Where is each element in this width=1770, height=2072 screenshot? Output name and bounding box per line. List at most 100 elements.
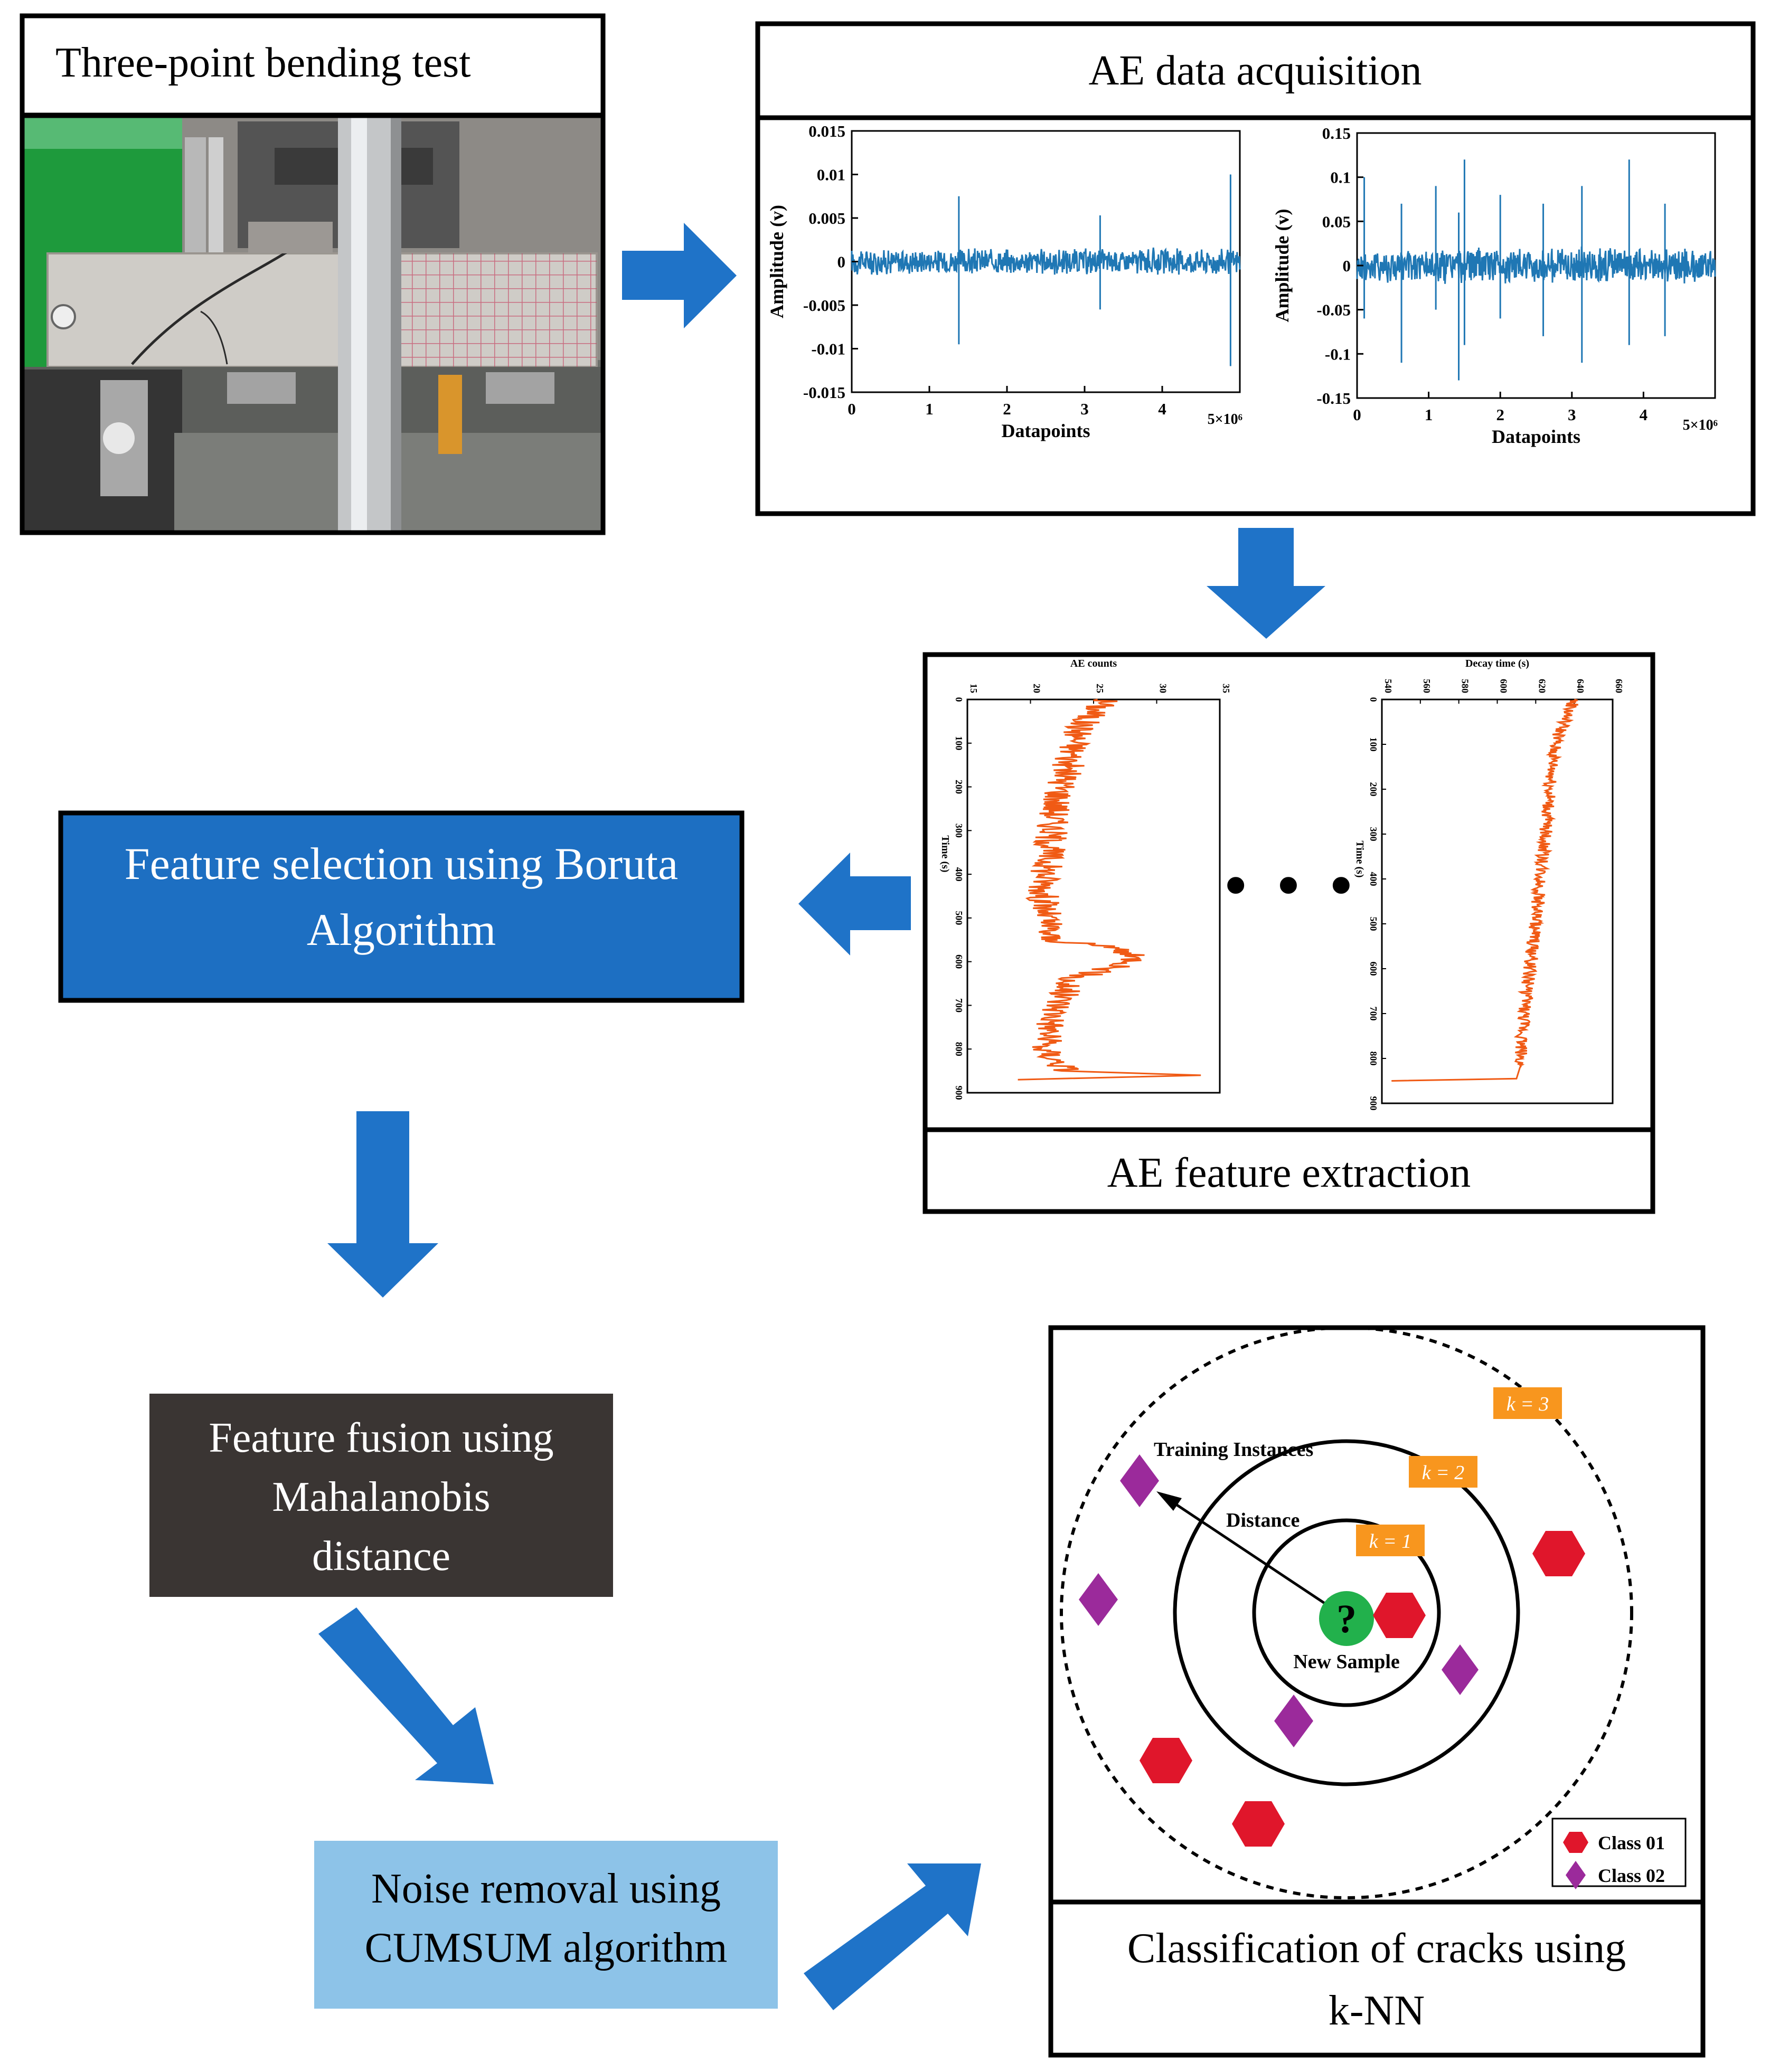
bending-test-photo-frame [20,113,606,535]
flow-arrow-diagonal-2 [804,1863,981,2010]
new-sample-question-mark: ? [1336,1597,1357,1641]
value-tick-label: 25 [1095,684,1105,693]
knn-label-k2: k = 2 [1409,1456,1477,1488]
distance-arrow-head-start [1156,1491,1182,1511]
knn-label-k3: k = 3 [1493,1387,1562,1419]
noise-title-line1: Noise removal using [371,1866,721,1912]
knn-circle-k2 [1173,1439,1520,1786]
y-tick-label: -0.01 [811,340,845,358]
value-tick-label: 620 [1537,679,1547,693]
fusion-title-line1: Feature fusion using [209,1415,553,1461]
value-tick-label: 30 [1158,684,1169,693]
time-tick-label: 700 [954,998,964,1013]
knn-circle-k3 [1060,1326,1633,1899]
training-instances-label: Training Instances [1154,1439,1313,1461]
selection-step: Feature selection using Boruta Algorithm [58,810,745,1003]
svg-text:k = 2: k = 2 [1422,1462,1465,1484]
bending-test-title: Three-point bending test [55,40,470,86]
new-sample-label: New Sample [1293,1651,1400,1673]
flow-arrow-right-1 [622,223,737,328]
time-tick-label: 200 [1368,782,1379,797]
time-tick-label: 900 [954,1086,964,1100]
flow-arrow-down-1 [1207,528,1325,639]
signal-trace [851,247,1241,276]
acquisition-title: AE data acquisition [1089,48,1422,94]
y-tick-label: -0.05 [1316,301,1351,319]
time-tick-label: 0 [1368,697,1379,702]
y-axis-label: Amplitude (v) [1272,209,1293,323]
fusion-step: Feature fusion using Mahalanobis distanc… [149,1394,613,1597]
flow-arrow-left-1 [798,853,911,955]
y-tick-label: 0.05 [1322,212,1351,231]
time-tick-label: 400 [1368,872,1379,886]
knn-circle-k1 [1252,1518,1441,1707]
fusion-title-line3: distance [312,1533,450,1579]
classification-step: k = 3 k = 2 k = 1 Training Instances Dis… [1048,1325,1706,2058]
time-tick-label: 500 [1368,917,1379,931]
knn-legend: Class 01 Class 02 [1551,1818,1687,1889]
y-tick-label: -0.015 [803,383,845,402]
svg-text:k = 3: k = 3 [1507,1393,1549,1415]
class01-point [1140,1738,1192,1783]
time-tick-label: 300 [954,824,964,838]
noise-step: Noise removal using CUMSUM algorithm [314,1841,778,2009]
flow-arrow-diagonal-1 [318,1607,494,1784]
x-multiplier-label: 5×10⁶ [1683,417,1718,433]
acquisition-plots-box [755,115,1756,516]
time-tick-label: 200 [954,780,964,794]
feature-chart-title: AE counts [1070,658,1117,669]
time-tick-label: 800 [954,1042,964,1056]
value-tick-label: 640 [1575,679,1586,693]
value-tick-label: 560 [1421,679,1432,693]
extraction-title: AE feature extraction [1107,1150,1471,1196]
y-axis-label: Amplitude (v) [766,205,787,318]
class02-points [1079,1454,1479,1747]
x-tick-label: 0 [848,400,856,418]
x-axis-label: Datapoints [1492,426,1580,447]
y-tick-label: 0.015 [808,122,845,140]
class01-points [1140,1531,1585,1847]
x-tick-label: 1 [925,400,934,418]
x-tick-label: 2 [1496,405,1504,424]
time-tick-label: 500 [954,911,964,925]
new-sample-marker [1319,1591,1374,1646]
x-tick-label: 4 [1158,400,1166,418]
bending-test-title-box [20,13,606,118]
time-axis-label: Time (s) [939,835,951,872]
legend-class02-label: Class 02 [1598,1865,1665,1886]
x-tick-label: 0 [1353,405,1361,424]
x-tick-label: 4 [1640,405,1648,424]
feature-chart-title: Decay time (s) [1465,658,1529,669]
selection-box [58,810,745,1003]
bending-test-photo [24,117,601,531]
x-tick-label: 3 [1080,400,1089,418]
x-axis-label: Datapoints [1001,420,1090,441]
y-tick-label: 0 [1343,257,1351,275]
knn-label-k1: k = 1 [1356,1525,1425,1556]
class02-point [1079,1573,1118,1626]
svg-text:k = 1: k = 1 [1369,1530,1412,1553]
value-tick-label: 15 [968,684,979,693]
distance-arrow [1165,1496,1336,1612]
time-tick-label: 600 [954,954,964,969]
fusion-box [149,1394,613,1597]
value-tick-label: 35 [1221,684,1231,693]
time-axis-label: Time (s) [1354,840,1366,877]
classification-title-box [1048,1899,1706,2058]
extraction-title-box [922,1127,1655,1214]
noise-box [314,1841,778,2009]
classification-title-line1: Classification of cracks using [1127,1925,1626,1972]
y-tick-label: -0.1 [1325,345,1351,363]
feature-trace [1018,698,1201,1081]
class02-point [1120,1454,1159,1507]
class02-point [1274,1695,1313,1747]
more-features-ellipsis: • • • [1219,853,1359,921]
distance-label: Distance [1226,1509,1300,1531]
flow-arrow-down-2 [327,1111,438,1298]
